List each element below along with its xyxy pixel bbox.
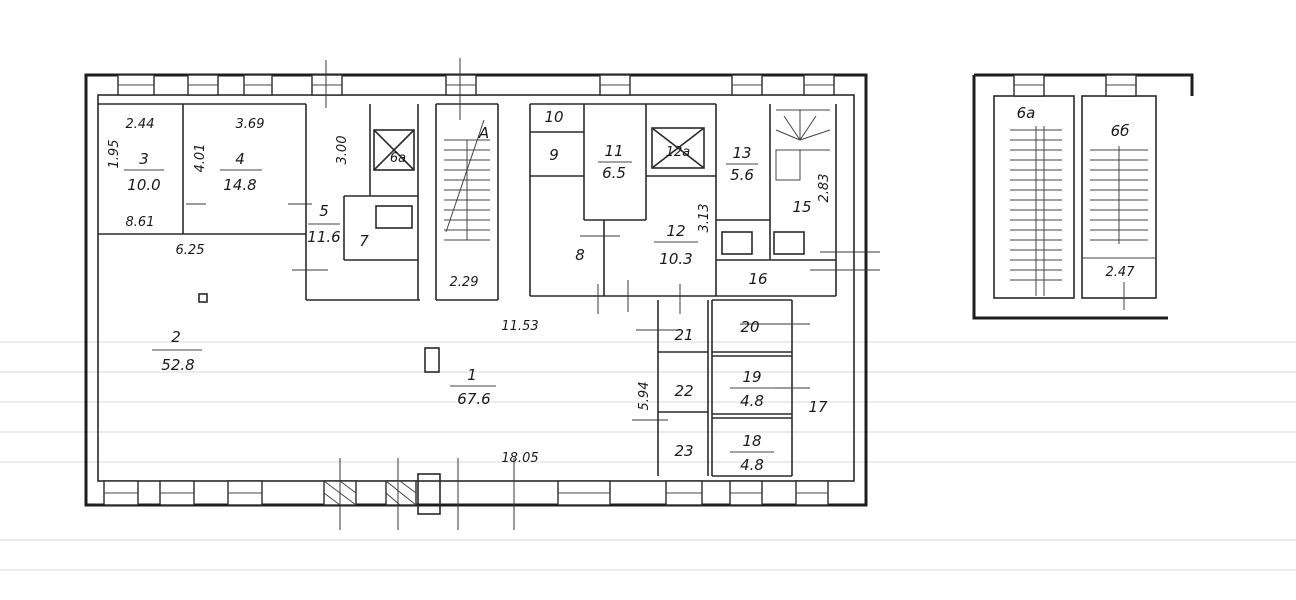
- room-2-number: 2: [171, 328, 181, 346]
- room-16-number: 16: [748, 270, 767, 288]
- room-19-number: 19: [742, 368, 761, 386]
- fixture: [773, 231, 805, 255]
- dim-1-95: 1.95: [107, 140, 122, 169]
- dim-3-13: 3.13: [697, 204, 712, 233]
- fixture: [375, 205, 413, 229]
- room-13-number: 13: [732, 144, 751, 162]
- dim-2-29: 2.29: [450, 275, 479, 290]
- room-2-area: 52.8: [161, 356, 194, 374]
- stair-block-walls: [972, 73, 1194, 320]
- dim-3-69: 3.69: [236, 117, 265, 132]
- stair-a-treads: [444, 119, 490, 241]
- fixture: [721, 231, 753, 255]
- room-12a-number: 12a: [666, 145, 691, 160]
- stair-6a-treads: [1010, 126, 1062, 296]
- room-11-number: 11: [604, 142, 623, 160]
- room-9-number: 9: [549, 146, 559, 164]
- vent-lines: [186, 58, 880, 421]
- room-15-number: 15: [792, 198, 811, 216]
- room-3-area: 10.0: [127, 176, 160, 194]
- room-5-area: 11.6: [307, 228, 340, 246]
- room-3-number: 3: [139, 150, 149, 168]
- background-hatching: [0, 341, 1296, 571]
- main-building: [84, 58, 880, 530]
- room-4-number: 4: [235, 150, 245, 168]
- room-11-area: 6.5: [602, 164, 626, 182]
- spiral-stair: [775, 109, 831, 181]
- shaft-6a-label: 6a: [390, 151, 406, 166]
- room-18-number: 18: [742, 432, 761, 450]
- room-22-number: 22: [674, 382, 693, 400]
- column-marker: [198, 293, 208, 303]
- room-5-number: 5: [319, 202, 329, 220]
- stair-6a-shaft: [993, 95, 1075, 299]
- room-8-number: 8: [575, 246, 585, 264]
- room-labels: 3 10.0 4 14.8 5 11.6 7 6a 8 9 10 11 6.5 …: [124, 104, 1129, 474]
- room-21-number: 21: [674, 326, 693, 344]
- stair-6b-label: 6б: [1111, 122, 1130, 140]
- shaft-6a: [373, 129, 415, 171]
- dim-11-53: 11.53: [501, 319, 538, 334]
- room-12-area: 10.3: [659, 250, 692, 268]
- dim-6-25: 6.25: [176, 243, 205, 258]
- room-23-number: 23: [674, 442, 693, 460]
- dim-3-00: 3.00: [335, 136, 350, 165]
- shaft-12a: [651, 127, 705, 169]
- stair-6a-label: 6a: [1017, 104, 1036, 122]
- shaft-boxes: [373, 127, 805, 255]
- stair-letter-a: A: [478, 124, 489, 142]
- room-17-number: 17: [808, 398, 828, 416]
- room-13-area: 5.6: [730, 166, 754, 184]
- room-12-number: 12: [666, 222, 685, 240]
- room-7-number: 7: [359, 232, 369, 250]
- dim-2-83: 2.83: [817, 174, 832, 203]
- stair-letters: A: [478, 124, 489, 142]
- dimension-labels: 2.44 3.69 1.95 4.01 3.00 8.61 6.25 11.53…: [107, 117, 1135, 466]
- dim-2-44: 2.44: [126, 117, 155, 132]
- entrance-porch: [417, 473, 441, 515]
- room-10-number: 10: [544, 108, 563, 126]
- room-20-number: 20: [740, 318, 759, 336]
- dim-4-01: 4.01: [193, 144, 208, 173]
- column-marker: [424, 347, 440, 373]
- bottom-windows: [103, 480, 829, 506]
- room-1-number: 1: [467, 366, 477, 384]
- room-19-area: 4.8: [740, 392, 764, 410]
- partitions: [98, 103, 837, 477]
- entrance-marks: [339, 458, 515, 530]
- dim-18-05: 18.05: [501, 451, 538, 466]
- room-4-area: 14.8: [223, 176, 256, 194]
- room-1-area: 67.6: [457, 390, 490, 408]
- window-sashes-bottom: [104, 480, 828, 506]
- stair-block: [972, 73, 1194, 320]
- room-18-area: 4.8: [740, 456, 764, 474]
- dim-5-94: 5.94: [637, 382, 652, 411]
- dim-2-47: 2.47: [1106, 265, 1136, 280]
- stair-6b-treads: [1082, 146, 1156, 310]
- dim-8-61: 8.61: [126, 215, 155, 230]
